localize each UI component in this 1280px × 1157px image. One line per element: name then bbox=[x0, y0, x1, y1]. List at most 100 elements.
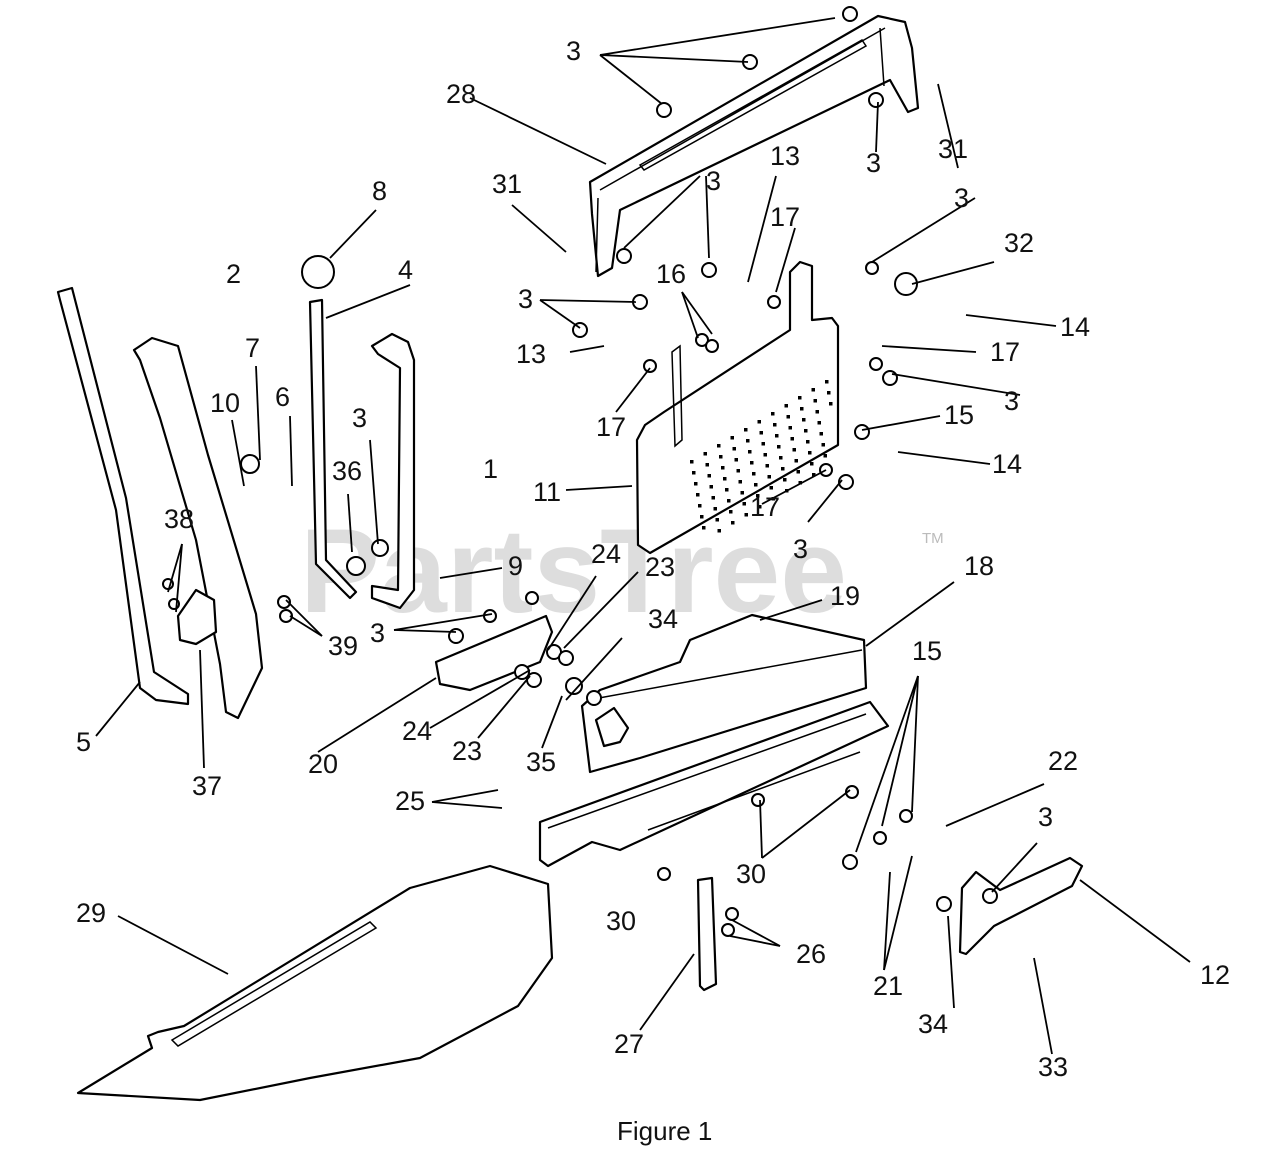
callout-c6: 6 bbox=[275, 382, 290, 412]
callout-c33: 33 bbox=[1038, 1052, 1068, 1082]
fastener-16 bbox=[695, 333, 709, 347]
callout-c7: 7 bbox=[245, 333, 260, 363]
plate-hole bbox=[736, 469, 740, 473]
leader-line-21 bbox=[231, 419, 245, 487]
plate-hole bbox=[705, 463, 709, 467]
leader-line-44 bbox=[563, 571, 639, 649]
callout-c31b: 31 bbox=[938, 134, 968, 164]
plate-hole bbox=[790, 437, 794, 441]
plate-hole bbox=[777, 445, 781, 449]
leader-line-40 bbox=[317, 677, 437, 753]
plate-hole bbox=[821, 443, 825, 447]
leader-line-52 bbox=[639, 953, 695, 1031]
plate-hole bbox=[713, 507, 717, 511]
callout-c15a: 15 bbox=[944, 400, 974, 430]
figure-caption: Figure 1 bbox=[617, 1116, 712, 1146]
plate-hole bbox=[811, 388, 815, 392]
leader-line-4 bbox=[623, 175, 701, 249]
fastener-37 bbox=[725, 907, 739, 921]
part-27-pin bbox=[696, 876, 718, 992]
leader-line-0 bbox=[599, 17, 836, 56]
callout-c24a: 24 bbox=[591, 539, 621, 569]
callout-c1: 1 bbox=[483, 454, 498, 484]
plate-hole bbox=[711, 496, 715, 500]
callout-c30a: 30 bbox=[736, 859, 766, 889]
leader-line-48 bbox=[431, 789, 499, 803]
fastener-28 bbox=[514, 664, 530, 680]
fastener-22 bbox=[279, 609, 293, 623]
callout-c21: 21 bbox=[873, 971, 903, 1001]
part-28-top-bracket bbox=[588, 14, 920, 278]
plate-hole bbox=[802, 418, 806, 422]
leader-line-59 bbox=[911, 261, 995, 285]
callout-c10: 10 bbox=[210, 388, 240, 418]
plate-hole bbox=[698, 504, 702, 508]
plate-hole bbox=[779, 456, 783, 460]
plate-hole bbox=[810, 462, 814, 466]
part-1-c-bracket bbox=[370, 332, 416, 610]
plate-hole bbox=[756, 494, 760, 498]
callout-c31a: 31 bbox=[492, 169, 522, 199]
plate-hole bbox=[765, 464, 769, 468]
callout-c14a: 14 bbox=[1060, 312, 1090, 342]
plate-hole bbox=[788, 426, 792, 430]
leader-line-51 bbox=[729, 935, 781, 947]
callout-c27: 27 bbox=[614, 1029, 644, 1059]
callout-c17d: 17 bbox=[750, 492, 780, 522]
fastener-23 bbox=[483, 609, 497, 623]
leader-line-38 bbox=[865, 581, 955, 647]
part-29-floor-plate bbox=[76, 864, 554, 1102]
fastener-38 bbox=[721, 923, 735, 937]
fastener-39 bbox=[657, 867, 671, 881]
callout-c3c: 3 bbox=[706, 166, 721, 196]
plate-hole bbox=[767, 475, 771, 479]
leader-line-41 bbox=[883, 871, 891, 971]
leader-line-42 bbox=[883, 855, 913, 971]
leader-line-46 bbox=[547, 575, 597, 651]
leader-line-53 bbox=[469, 97, 607, 165]
leader-line-23 bbox=[1079, 879, 1191, 963]
plate-hole bbox=[823, 454, 827, 458]
fastener-9 bbox=[894, 272, 918, 296]
plate-hole bbox=[696, 493, 700, 497]
part-11-perforated-plate bbox=[635, 260, 840, 555]
fastener-12 bbox=[854, 424, 870, 440]
plate-hole bbox=[731, 521, 735, 525]
leader-line-20 bbox=[439, 567, 503, 579]
plate-hole bbox=[757, 420, 761, 424]
plate-hole bbox=[752, 472, 756, 476]
plate-hole bbox=[792, 448, 796, 452]
callout-c2: 2 bbox=[226, 259, 241, 289]
callout-c17b: 17 bbox=[990, 337, 1020, 367]
leader-line-22 bbox=[565, 485, 633, 491]
plate-hole bbox=[723, 477, 727, 481]
fastener-29 bbox=[526, 672, 542, 688]
leader-line-8 bbox=[871, 197, 976, 263]
leader-line-61 bbox=[565, 637, 623, 701]
leader-line-43 bbox=[945, 783, 1045, 827]
callout-c3g: 3 bbox=[793, 534, 808, 564]
callout-c11: 11 bbox=[533, 477, 561, 507]
fastener-5 bbox=[701, 262, 717, 278]
leader-line-24 bbox=[747, 175, 777, 283]
plate-hole bbox=[804, 429, 808, 433]
plate-hole bbox=[800, 407, 804, 411]
part-5-control-rod bbox=[56, 286, 190, 706]
callout-c30b: 30 bbox=[606, 906, 636, 936]
leader-line-3 bbox=[875, 101, 879, 153]
plate-hole bbox=[829, 402, 833, 406]
callout-c39: 39 bbox=[328, 631, 358, 661]
fastener-18 bbox=[767, 295, 781, 309]
plate-hole bbox=[815, 410, 819, 414]
trademark-mark: TM bbox=[922, 530, 944, 547]
callout-c38: 38 bbox=[164, 504, 194, 534]
leader-line-33 bbox=[681, 291, 713, 335]
plate-hole bbox=[717, 529, 721, 533]
fastener-25 bbox=[525, 591, 539, 605]
plate-hole bbox=[732, 447, 736, 451]
leader-line-32 bbox=[681, 291, 699, 339]
leader-line-16 bbox=[95, 681, 141, 737]
leader-line-27 bbox=[897, 451, 991, 465]
callout-c17a: 17 bbox=[770, 202, 800, 232]
leader-line-60 bbox=[1033, 957, 1053, 1055]
